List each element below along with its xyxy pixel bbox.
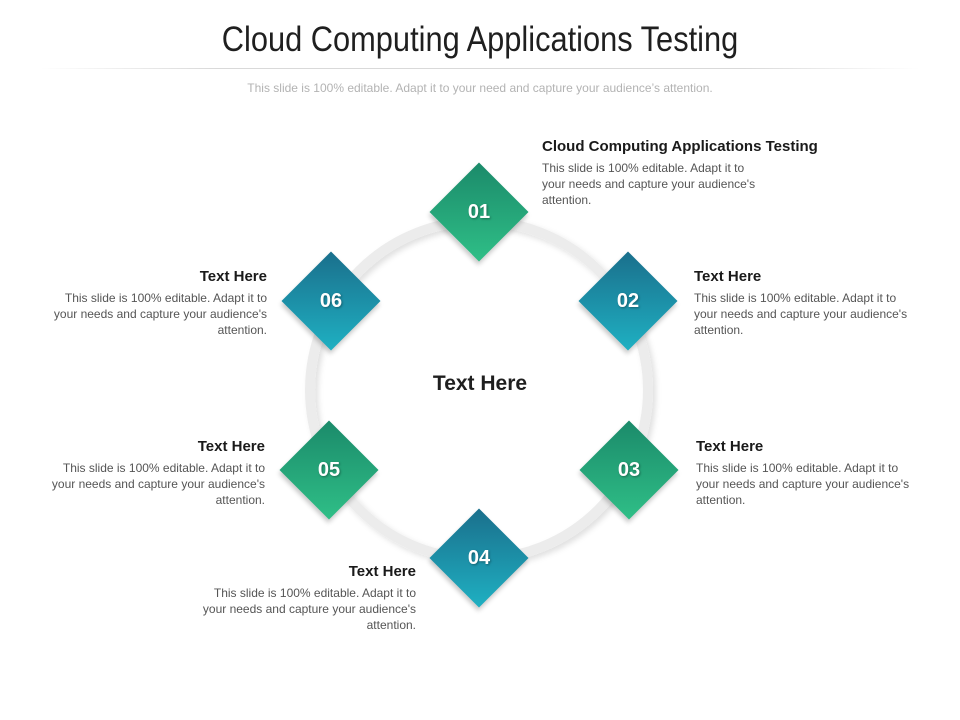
step-03-body: This slide is 100% editable. Adapt it to… <box>696 461 910 507</box>
center-label: Text Here <box>432 372 528 395</box>
step-02-body: This slide is 100% editable. Adapt it to… <box>694 291 908 337</box>
step-06-body: This slide is 100% editable. Adapt it to… <box>53 291 267 337</box>
step-06-number: 06 <box>319 289 343 312</box>
step-05-text-block: Text Here This slide is 100% editable. A… <box>45 438 265 508</box>
step-02-heading: Text Here <box>694 268 762 285</box>
step-03-heading: Text Here <box>696 438 764 455</box>
step-04-body: This slide is 100% editable. Adapt it to… <box>202 586 416 632</box>
title-divider <box>40 68 920 69</box>
step-03-number: 03 <box>617 458 641 481</box>
step-05-number: 05 <box>317 458 341 481</box>
step-04-text-block: Text Here This slide is 100% editable. A… <box>196 563 416 633</box>
step-01-heading: Cloud Computing Applications Testing <box>542 138 818 155</box>
step-01-number: 01 <box>467 200 491 223</box>
step-04-number: 04 <box>467 546 491 569</box>
step-02-number: 02 <box>616 289 640 312</box>
step-02-text-block: Text Here This slide is 100% editable. A… <box>694 268 914 338</box>
step-05-heading: Text Here <box>197 438 265 455</box>
step-03-text-block: Text Here This slide is 100% editable. A… <box>696 438 916 508</box>
step-05-body: This slide is 100% editable. Adapt it to… <box>51 461 265 507</box>
step-04-heading: Text Here <box>348 563 416 580</box>
step-06-heading: Text Here <box>199 268 267 285</box>
step-01-body: This slide is 100% editable. Adapt it to… <box>542 161 756 207</box>
step-06-text-block: Text Here This slide is 100% editable. A… <box>47 268 267 338</box>
slide-title: Cloud Computing Applications Testing <box>221 20 739 59</box>
slide-subtitle: This slide is 100% editable. Adapt it to… <box>247 81 713 95</box>
step-01-text-block: Cloud Computing Applications Testing Thi… <box>542 138 862 208</box>
